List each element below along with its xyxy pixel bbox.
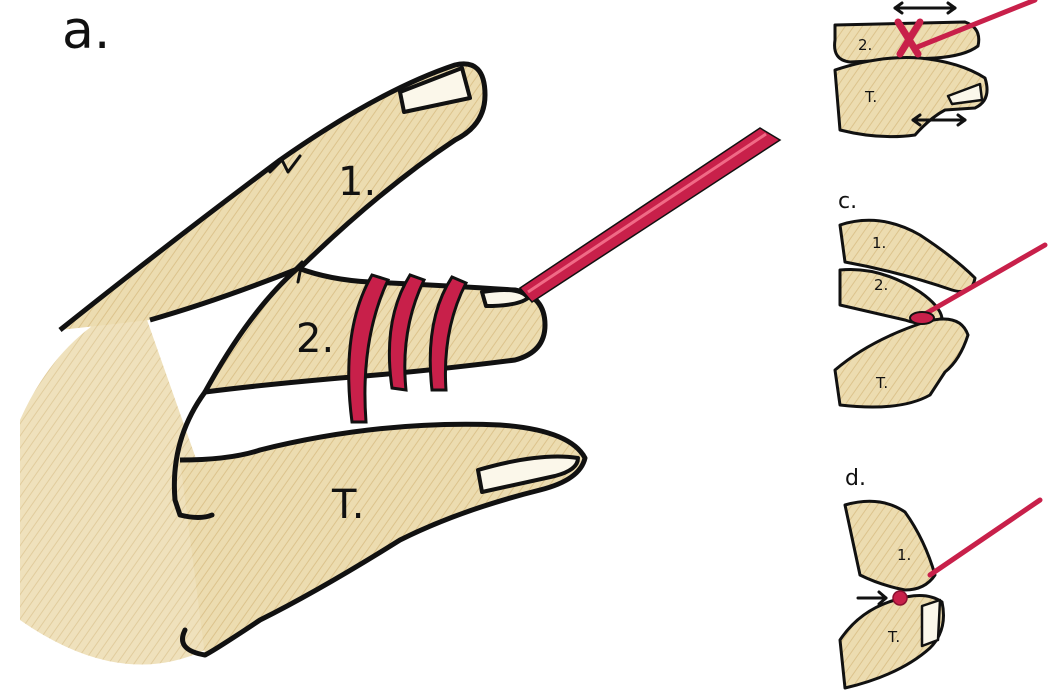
panel-c-thumb-label: T. — [875, 374, 888, 392]
panel-d-thumb-fingernail — [922, 600, 940, 646]
panel-d-thumb-label: T. — [887, 628, 900, 646]
panel-c-finger-1-label: 1. — [872, 234, 886, 252]
panel-b-thumb-label: T. — [864, 88, 877, 106]
panel-d-finger-1-shape — [845, 501, 935, 590]
finger-2-label: 2. — [296, 316, 334, 362]
panel-c-letter: c. — [838, 189, 857, 214]
panel-a: a. 1. 2. T. — [20, 1, 780, 665]
palm-shading — [20, 300, 205, 665]
finger-1-label: 1. — [338, 159, 376, 205]
panel-b: 2. T. — [835, 0, 1035, 137]
panel-c-finger-2-label: 2. — [874, 276, 888, 294]
thread-strand-highlight — [528, 134, 766, 292]
thumb-label: T. — [331, 482, 364, 528]
thread-strand — [520, 128, 780, 302]
panel-c-thumb-shape — [835, 319, 968, 407]
panel-d-finger-1-label: 1. — [897, 546, 911, 564]
panel-d-arrow — [858, 592, 886, 604]
panel-d-letter: d. — [845, 466, 866, 491]
panel-b-finger-2-label: 2. — [858, 36, 872, 54]
panel-c: c. 1. 2. T. — [835, 189, 1045, 407]
panel-d-thread-strand — [930, 500, 1040, 575]
panel-c-thread-coil — [910, 312, 934, 324]
panel-b-double-arrow-top — [895, 3, 955, 13]
panel-a-letter: a. — [62, 1, 110, 61]
finger-2-fingernail — [482, 290, 528, 306]
panel-d: d. 1. T. — [840, 466, 1040, 688]
panel-d-knot — [893, 591, 907, 605]
